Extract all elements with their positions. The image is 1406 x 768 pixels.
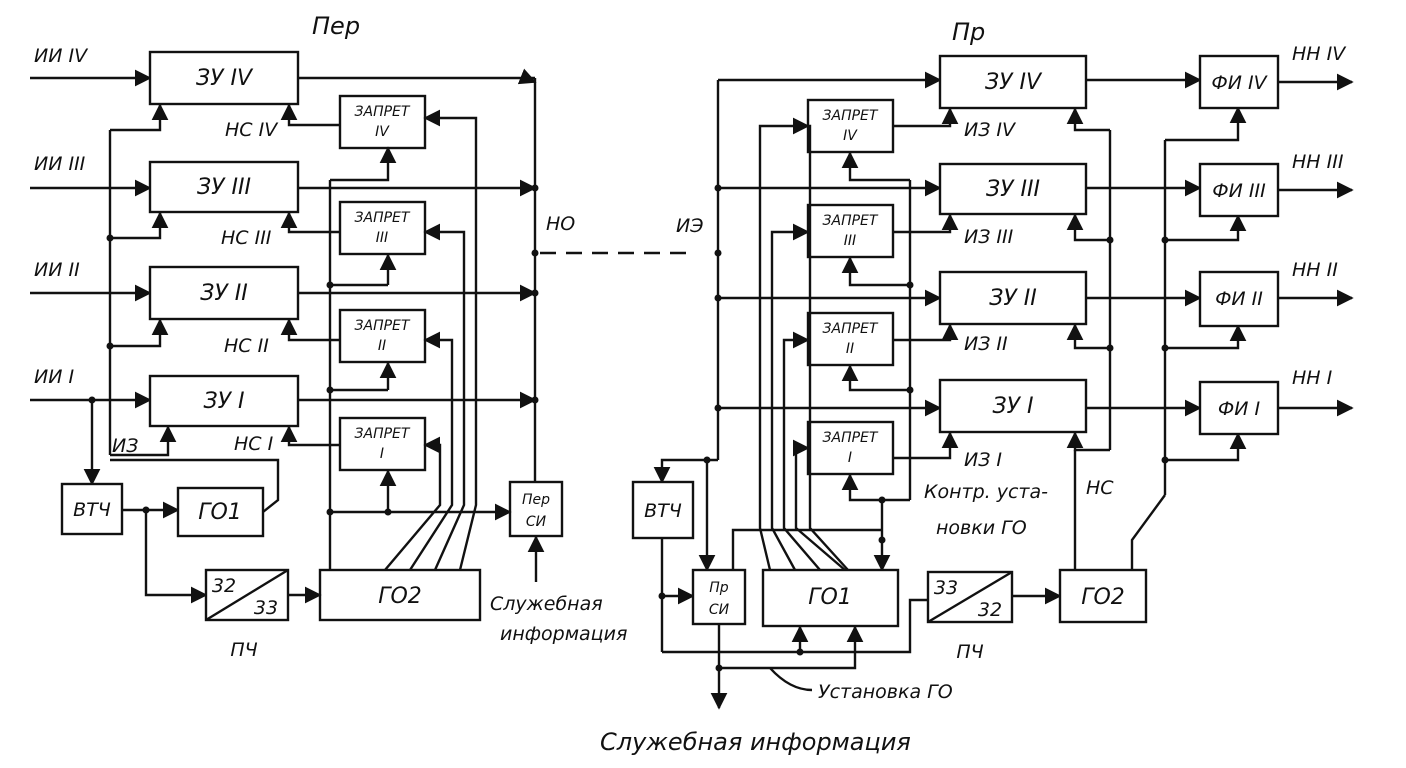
tx-iz-label: ИЗ (112, 435, 138, 457)
rx-pr-si-l2: СИ (709, 602, 730, 618)
rx-iz-4: ИЗ IV (964, 119, 1017, 141)
rx-fi-1 (1198, 380, 1280, 436)
rx-fi-1-label: ФИ I (1218, 398, 1261, 420)
rx-zapret-3-num: III (844, 233, 856, 249)
tx-ns-3: НС III (221, 227, 272, 249)
rx-zu-3 (938, 162, 1088, 216)
tx-zu-1-label: ЗУ I (204, 389, 245, 414)
tx-service-info-l2: информация (500, 623, 627, 645)
receiver-title: Пр (952, 18, 985, 46)
rx-fi-3-label: ФИ III (1212, 180, 1266, 202)
rx-zu-1-label: ЗУ I (993, 394, 1034, 419)
tx-zu-3 (148, 160, 300, 214)
tx-zu-4-label: ЗУ IV (196, 66, 254, 91)
rx-pch-top: 33 (934, 577, 958, 599)
rx-pch-bottom: 32 (978, 599, 1002, 621)
tx-zapret-1-label: ЗАПРЕТ (355, 426, 411, 442)
rx-zapret-2-num: II (846, 341, 854, 357)
rx-zapret-1 (806, 420, 895, 476)
rx-output-3: НН III (1292, 151, 1344, 173)
tx-zapret-4-label: ЗАПРЕТ (355, 104, 411, 120)
rx-ie-label: ИЭ (676, 215, 703, 237)
tx-vtch-label: ВТЧ (73, 499, 111, 521)
rx-setup-label: Установка ГО (818, 681, 953, 703)
rx-vtch (631, 480, 695, 540)
tx-zapret-3-label: ЗАПРЕТ (355, 210, 411, 226)
rx-fi-4-label: ФИ IV (1211, 72, 1268, 94)
tx-zu-2 (148, 265, 300, 321)
rx-fi-2-label: ФИ II (1215, 288, 1263, 310)
tx-input-label-1: ИИ I (34, 366, 74, 388)
rx-iz-1: ИЗ I (964, 449, 1002, 471)
tx-zu-3-label: ЗУ III (197, 175, 251, 200)
rx-control-l2: новки ГО (936, 517, 1027, 539)
rx-output-4: НН IV (1292, 43, 1347, 65)
tx-go2-label: ГО2 (378, 584, 422, 609)
tx-zapret-4-num: IV (375, 124, 390, 140)
tx-per-si (508, 480, 564, 538)
tx-zu-1 (148, 374, 300, 428)
rx-iz-3: ИЗ III (964, 226, 1014, 248)
rx-zapret-4-label: ЗАПРЕТ (823, 108, 879, 124)
tx-ns-1: НС I (234, 433, 274, 455)
rx-ns-label: НС (1086, 477, 1114, 499)
tx-go2 (318, 568, 482, 622)
tx-per-si-l1: Пер (522, 492, 550, 508)
tx-input-label-3: ИИ III (34, 153, 86, 175)
rx-output-2: НН II (1292, 259, 1338, 281)
transmitter-title: Пер (312, 12, 360, 40)
rx-fi-2 (1198, 270, 1280, 328)
rx-zu-4 (938, 54, 1088, 110)
rx-zapret-4-num: IV (843, 128, 858, 144)
tx-pch-top: 32 (212, 575, 236, 597)
tx-zapret-3 (338, 200, 427, 256)
rx-iz-2: ИЗ II (964, 333, 1008, 355)
rx-pch-label: ПЧ (956, 641, 983, 663)
rx-vtch-label: ВТЧ (644, 500, 682, 522)
tx-zapret-1-num: I (380, 446, 384, 462)
tx-zu-4 (148, 50, 300, 106)
rx-zu-4-label: ЗУ IV (985, 70, 1043, 95)
tx-per-si-l2: СИ (526, 514, 547, 530)
tx-input-label-4: ИИ IV (34, 45, 89, 67)
tx-zapret-2-label: ЗАПРЕТ (355, 318, 411, 334)
tx-ns-2: НС II (224, 335, 269, 357)
tx-no-label: НО (546, 213, 575, 235)
tx-zapret-3-num: III (376, 230, 388, 246)
rx-fi-4 (1198, 54, 1280, 110)
rx-zu-1 (938, 378, 1088, 434)
tx-input-label-2: ИИ II (34, 259, 80, 281)
tx-service-info-l1: Служебная (490, 593, 603, 615)
tx-pch-bottom: 33 (254, 597, 278, 619)
rx-zapret-1-num: I (848, 450, 852, 466)
tx-go1-label: ГО1 (198, 500, 242, 525)
rx-output-1: НН I (1292, 367, 1333, 389)
tx-zu-2-label: ЗУ II (200, 281, 247, 306)
rx-go1-label: ГО1 (808, 585, 852, 610)
rx-zapret-1-label: ЗАПРЕТ (823, 430, 879, 446)
rx-pr-si-l1: Пр (709, 580, 729, 596)
bottom-caption: Служебная информация (600, 728, 911, 756)
rx-zapret-2-label: ЗАПРЕТ (823, 321, 879, 337)
rx-go1 (761, 568, 900, 628)
rx-go2 (1058, 568, 1148, 624)
rx-control-l1: Контр. уста- (924, 481, 1048, 503)
rx-go2-label: ГО2 (1081, 585, 1125, 610)
tx-zapret-2-num: II (378, 338, 386, 354)
rx-zu-2 (938, 270, 1088, 326)
rx-zapret-3-label: ЗАПРЕТ (823, 213, 879, 229)
rx-zu-3-label: ЗУ III (986, 177, 1040, 202)
tx-ns-4: НС IV (225, 119, 279, 141)
tx-pch-label: ПЧ (230, 639, 257, 661)
rx-zu-2-label: ЗУ II (989, 286, 1036, 311)
